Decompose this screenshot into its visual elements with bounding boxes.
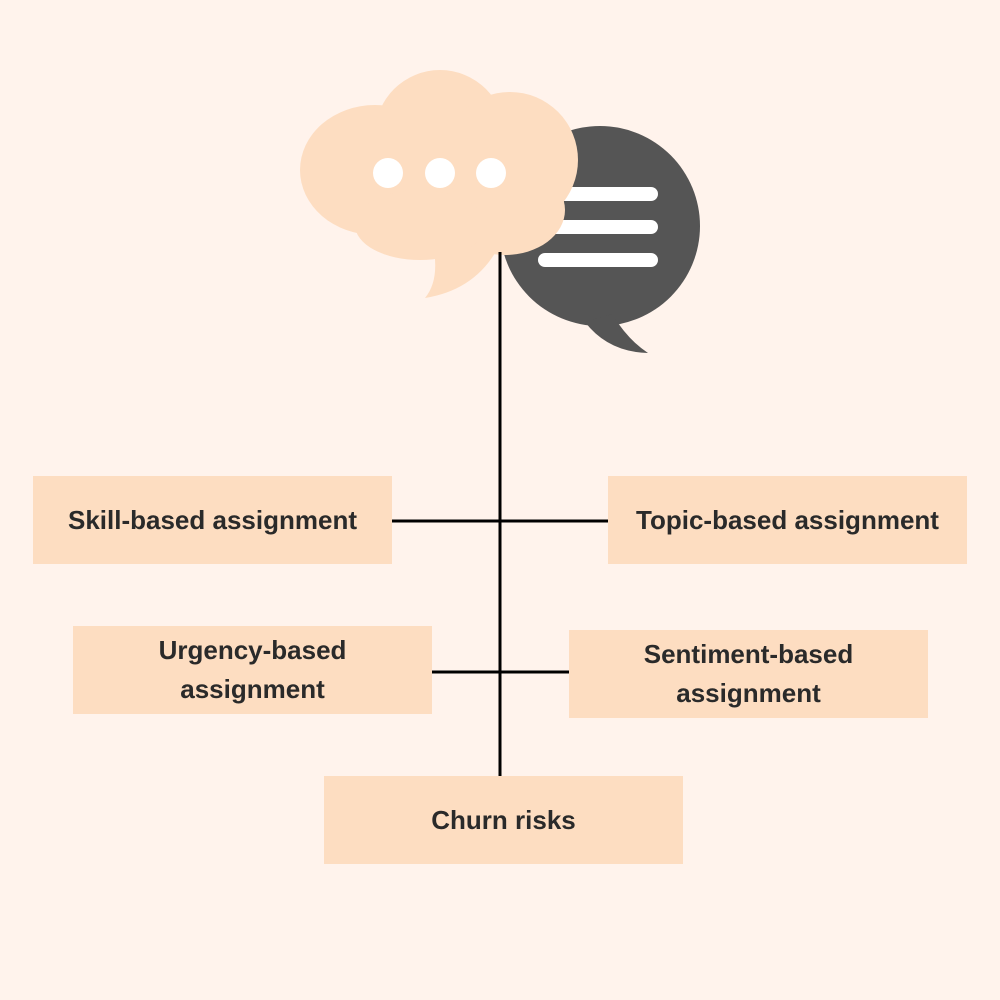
- node-skill-based: Skill-based assignment: [33, 476, 392, 564]
- node-label: Churn risks: [431, 804, 576, 835]
- node-topic-based: Topic-based assignment: [608, 476, 967, 564]
- dot-icon: [476, 158, 506, 188]
- node-urgency-based: Urgency-based assignment: [73, 626, 432, 714]
- connector-lines: [392, 252, 608, 776]
- peach-cloud-bubble-icon: [300, 70, 578, 298]
- text-line-icon: [538, 220, 658, 234]
- node-label: Topic-based assignment: [636, 504, 939, 535]
- node-label: Skill-based assignment: [68, 504, 357, 535]
- node-sentiment-based: Sentiment-based assignment: [569, 630, 928, 718]
- dot-icon: [425, 158, 455, 188]
- text-line-icon: [538, 253, 658, 267]
- node-churn-risks: Churn risks: [324, 776, 683, 864]
- dot-icon: [373, 158, 403, 188]
- node-label: Sentiment-based assignment: [643, 639, 854, 708]
- node-label: Urgency-based assignment: [158, 635, 347, 704]
